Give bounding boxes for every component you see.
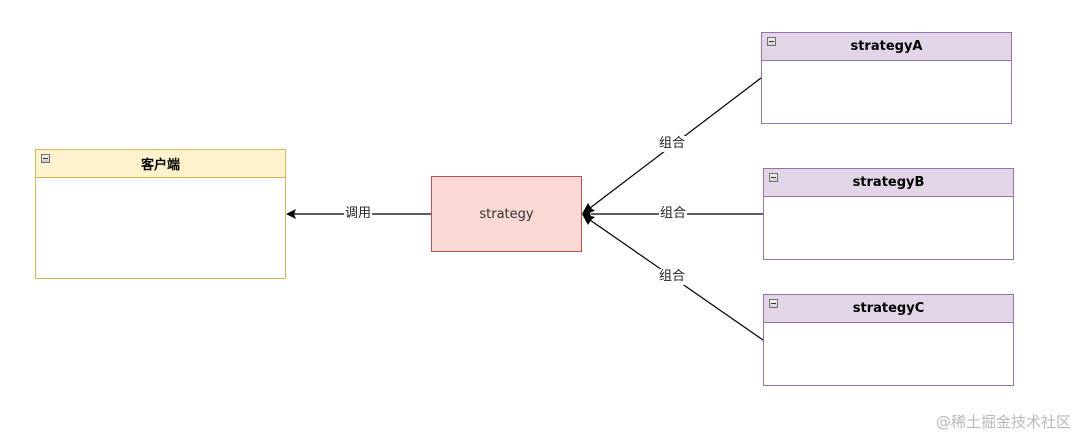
collapse-icon[interactable] [769, 173, 778, 182]
strategy-b-node-header: strategyB [764, 169, 1013, 197]
edge-call-label: 调用 [344, 206, 373, 222]
collapse-icon[interactable] [41, 154, 50, 163]
edge-compose-c-arrowhead [582, 214, 595, 225]
collapse-icon[interactable] [767, 37, 776, 46]
client-node-title: 客户端 [140, 158, 180, 173]
watermark-text: @稀土掘金技术社区 [935, 413, 1071, 431]
strategy-c-node-header: strategyC [764, 295, 1013, 323]
client-node[interactable]: 客户端 [35, 149, 286, 279]
strategy-node-label: strategy [479, 206, 534, 222]
edge-compose-b-label: 组合 [659, 206, 688, 222]
strategy-node[interactable]: strategy [431, 176, 582, 252]
collapse-icon[interactable] [769, 299, 778, 308]
strategy-c-node[interactable]: strategyC [763, 294, 1014, 386]
strategy-a-node-title: strategyA [850, 39, 923, 54]
strategy-c-node-title: strategyC [852, 301, 925, 316]
strategy-a-node[interactable]: strategyA [761, 32, 1012, 124]
strategy-b-node[interactable]: strategyB [763, 168, 1014, 260]
strategy-b-node-title: strategyB [852, 175, 925, 190]
edge-compose-a-arrowhead [582, 203, 595, 214]
strategy-a-node-header: strategyA [762, 33, 1011, 61]
edge-compose-a-label: 组合 [658, 136, 687, 152]
edge-call-arrowhead [286, 209, 296, 219]
edge-compose-c-label: 组合 [658, 269, 687, 285]
client-node-header: 客户端 [36, 150, 285, 178]
